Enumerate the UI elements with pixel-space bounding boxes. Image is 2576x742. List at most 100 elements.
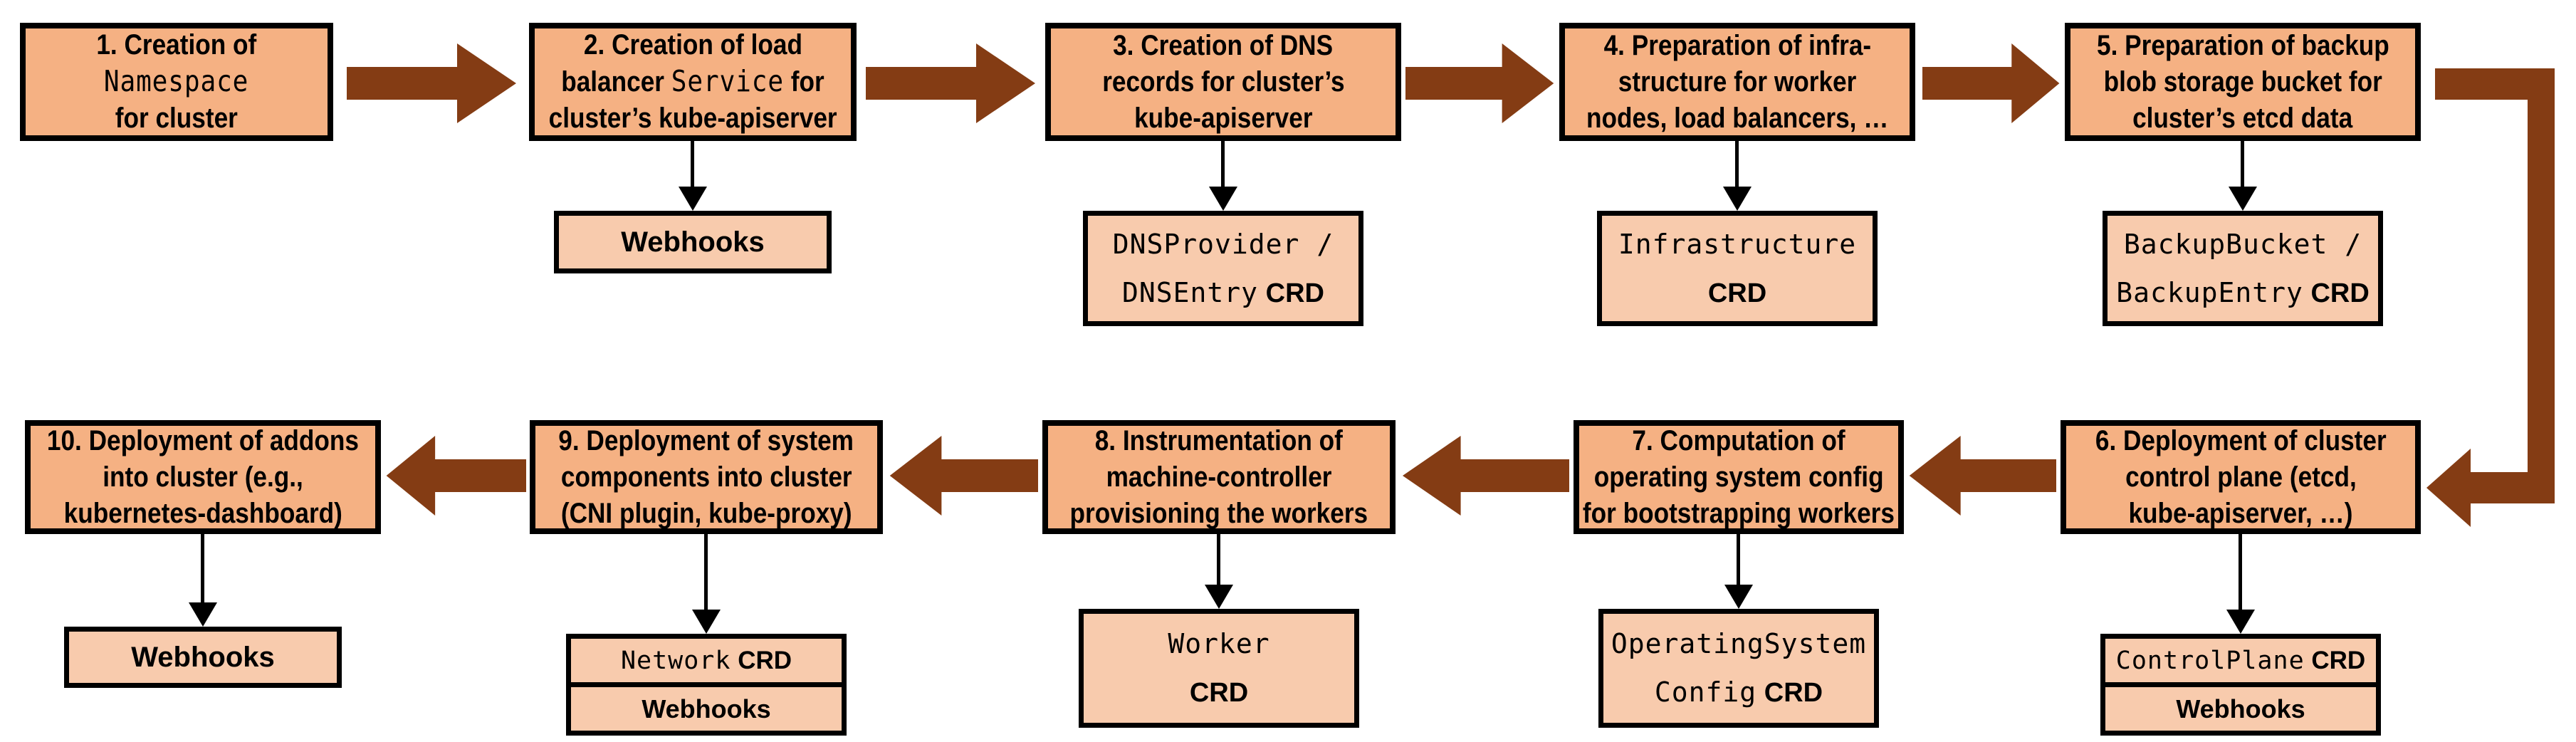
step-9-line-2: components into cluster xyxy=(561,459,852,496)
flow-arrow-left-9-10 xyxy=(386,436,526,516)
text-segment: cluster’s kube-apiserver xyxy=(548,103,837,134)
text-segment: 10. Deployment of addons xyxy=(46,424,360,456)
step-9-box: 9. Deployment of system components into … xyxy=(530,420,883,534)
step-9-crd-box: Network CRD xyxy=(566,634,847,687)
mono-term-dnsprovider: DNSProvider / xyxy=(1112,228,1334,260)
crd-line: Worker xyxy=(1168,620,1269,668)
text-segment: 3. Creation of DNS xyxy=(1113,29,1334,61)
crd-line: Infrastructure xyxy=(1618,220,1856,268)
mono-term-network: Network xyxy=(620,646,731,675)
step-4-crd-box: Infrastructure CRD xyxy=(1597,211,1878,326)
webhooks-label: Webhooks xyxy=(621,226,765,258)
crd-line: DNSEntry CRD xyxy=(1122,268,1324,318)
text-segment: machine-controller xyxy=(1106,461,1332,493)
text-segment: control plane (etcd, xyxy=(2125,461,2357,493)
step-6-line-3: kube-apiserver, …) xyxy=(2129,496,2353,532)
step-2-box: 2. Creation of load balancer Service for… xyxy=(529,23,857,141)
step-10-line-2: into cluster (e.g., xyxy=(103,459,303,496)
text-segment: Webhooks xyxy=(642,694,771,723)
step-3-crd-box: DNSProvider / DNSEntry CRD xyxy=(1083,211,1363,326)
crd-label: CRD xyxy=(1707,278,1767,308)
webhooks-label: Webhooks xyxy=(2176,694,2305,724)
step-6-box: 6. Deployment of cluster control plane (… xyxy=(2061,420,2421,534)
text-segment: 6. Deployment of cluster xyxy=(2095,424,2387,456)
text-segment: Webhooks xyxy=(131,641,275,673)
step-5-line-1: 5. Preparation of backup xyxy=(2097,28,2389,64)
mono-term-operatingsystem: OperatingSystem xyxy=(1611,628,1867,659)
step-1-line-3: for cluster xyxy=(115,100,238,137)
crd-line: DNSProvider / xyxy=(1113,220,1334,268)
flow-arrow-right-4-5 xyxy=(1922,43,2060,123)
text-segment: nodes, load balancers, … xyxy=(1586,102,1889,134)
flow-arrow-right-2-3 xyxy=(866,43,1035,123)
step-6-line-2: control plane (etcd, xyxy=(2125,459,2357,496)
mono-term-namespace: Namespace xyxy=(104,64,249,98)
step-5-crd-box: BackupBucket / BackupEntry CRD xyxy=(2103,211,2383,326)
connector-arrowhead xyxy=(189,602,217,627)
step-4-line-1: 4. Preparation of infra- xyxy=(1603,28,1871,64)
connector-arrowhead xyxy=(1723,187,1752,211)
step-7-line-2: operating system config xyxy=(1594,459,1884,496)
mono-term-worker: Worker xyxy=(1168,628,1270,659)
flow-arrow-right-1-2 xyxy=(347,43,516,123)
mono-term-controlplane: ControlPlane xyxy=(2115,646,2305,675)
mono-term-backupentry: BackupEntry xyxy=(2116,276,2303,308)
step-7-box: 7. Computation of operating system confi… xyxy=(1574,420,1904,534)
step-2-webhooks-box: Webhooks xyxy=(554,211,832,273)
step-3-box: 3. Creation of DNS records for cluster’s… xyxy=(1045,23,1401,141)
connector-arrowhead xyxy=(692,610,721,634)
flow-arrow-left-8-9 xyxy=(889,436,1038,516)
text-segment: 8. Instrumentation of xyxy=(1094,424,1344,456)
connector-step3-crd xyxy=(1221,141,1225,187)
step-1-box: 1. Creation of Namespace for cluster xyxy=(20,23,333,141)
flow-arrow-left-7-8 xyxy=(1402,436,1569,516)
mono-term-backupbucket: BackupBucket / xyxy=(2123,228,2362,260)
step-3-line-2: records for cluster’s xyxy=(1102,64,1344,100)
step-9-webhooks-box: Webhooks xyxy=(566,682,847,736)
mono-term-infrastructure: Infrastructure xyxy=(1618,228,1857,260)
step-2-line-2: balancer Service for xyxy=(561,63,824,100)
step-1-line-2: Namespace xyxy=(104,63,248,100)
connector-step10-webhooks xyxy=(201,534,204,602)
text-segment: kube-apiserver, …) xyxy=(2128,497,2353,529)
crd-line: ControlPlane CRD xyxy=(2116,647,2365,675)
step-5-line-3: cluster’s etcd data xyxy=(2132,100,2352,137)
step-4-line-2: structure for worker xyxy=(1618,64,1856,100)
step-10-box: 10. Deployment of addons into cluster (e… xyxy=(25,420,381,534)
connector-step7-crd xyxy=(1737,534,1740,585)
text-segment: for bootstrapping workers xyxy=(1582,497,1895,529)
connector-step5-crd xyxy=(2241,141,2244,187)
text-segment: cluster’s etcd data xyxy=(2132,102,2353,134)
crd-line: Network CRD xyxy=(621,647,792,675)
connector-arrowhead xyxy=(2226,610,2255,634)
text-segment: provisioning the workers xyxy=(1069,497,1368,529)
connector-step6-crd xyxy=(2239,534,2242,610)
step-6-crd-box: ControlPlane CRD xyxy=(2100,634,2381,687)
crd-line: BackupEntry CRD xyxy=(2116,268,2370,318)
text-segment: components into cluster xyxy=(560,461,852,493)
text-segment: kube-apiserver xyxy=(1133,102,1313,134)
step-3-line-3: kube-apiserver xyxy=(1134,100,1312,137)
text-segment: blob storage bucket for xyxy=(2103,66,2382,98)
step-6-webhooks-box: Webhooks xyxy=(2100,682,2381,736)
step-8-line-3: provisioning the workers xyxy=(1070,496,1368,532)
text-segment: 9. Deployment of system xyxy=(558,424,854,456)
text-segment: 7. Computation of xyxy=(1632,424,1845,456)
text-segment: (CNI plugin, kube-proxy) xyxy=(560,497,852,529)
text-segment: kubernetes-dashboard) xyxy=(63,497,342,529)
crd-line: BackupBucket / xyxy=(2124,220,2362,268)
step-10-webhooks-box: Webhooks xyxy=(64,627,342,688)
step-9-line-1: 9. Deployment of system xyxy=(559,423,854,459)
flow-arrow-right-3-4 xyxy=(1405,43,1554,123)
step-8-box: 8. Instrumentation of machine-controller… xyxy=(1042,420,1396,534)
step-5-line-2: blob storage bucket for xyxy=(2103,64,2382,100)
text-segment: records for cluster’s xyxy=(1101,66,1345,98)
step-5-box: 5. Preparation of backup blob storage bu… xyxy=(2065,23,2421,141)
step-8-crd-box: Worker CRD xyxy=(1079,609,1359,728)
text-segment: Webhooks xyxy=(2176,694,2305,723)
text-segment: for cluster xyxy=(115,103,239,134)
step-8-line-1: 8. Instrumentation of xyxy=(1095,423,1343,459)
text-segment: 2. Creation of load xyxy=(583,29,802,61)
step-8-line-2: machine-controller xyxy=(1106,459,1332,496)
